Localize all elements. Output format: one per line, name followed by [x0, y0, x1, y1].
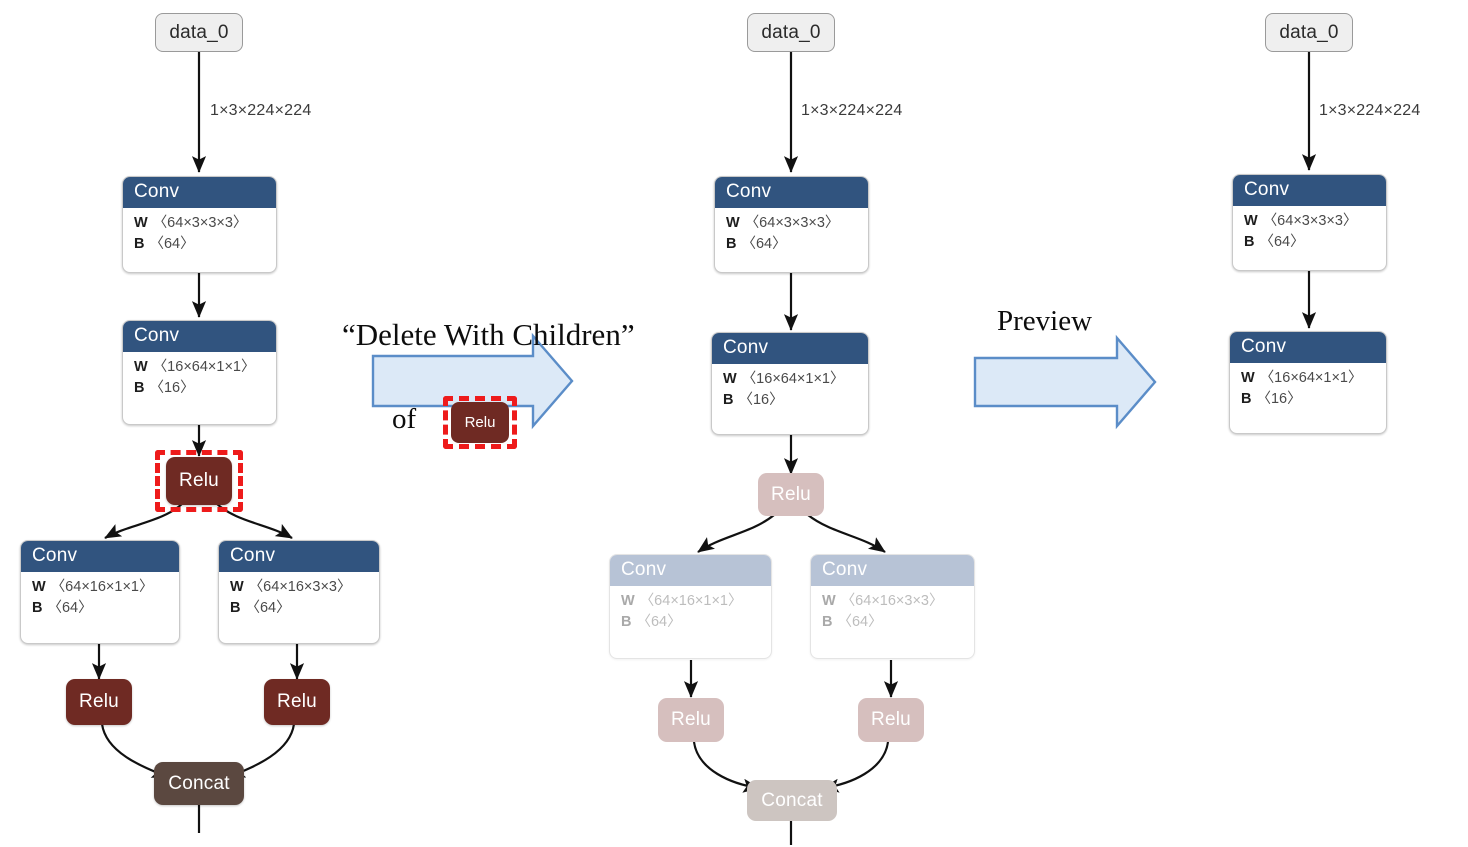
edge-label-tensor-shape: 1×3×224×224 [210, 102, 312, 119]
node-op-body: W〈16×64×1×1〉 B〈16〉 [1230, 362, 1386, 416]
annotation-preview: Preview [997, 305, 1093, 337]
node-attr-w: W〈64×3×3×3〉 [1244, 212, 1358, 229]
node-concat-1[interactable]: Concat [154, 762, 244, 805]
node-conv-3[interactable]: Conv W〈64×16×1×1〉 B〈64〉 [20, 540, 180, 644]
node-conv-4[interactable]: Conv W〈64×16×3×3〉 B〈64〉 [218, 540, 380, 644]
node-op-title: Conv [610, 555, 771, 586]
node-label: Relu [464, 414, 496, 431]
node-label: data_0 [1279, 21, 1339, 43]
edge-label-tensor-shape: 1×3×224×224 [1319, 102, 1421, 119]
node-attr-b: B〈64〉 [822, 613, 883, 630]
node-label: data_0 [169, 21, 229, 43]
node-attr-b: B〈64〉 [230, 599, 291, 616]
node-relu-1-ghost[interactable]: Relu [758, 473, 824, 516]
node-attr-w: W〈64×16×3×3〉 [230, 578, 352, 595]
node-attr-w: W〈64×3×3×3〉 [726, 214, 840, 231]
node-relu-1[interactable]: Relu [166, 457, 232, 505]
node-data-0[interactable]: data_0 [747, 13, 835, 52]
node-concat-1-ghost[interactable]: Concat [747, 780, 837, 821]
node-attr-b: B〈64〉 [32, 599, 93, 616]
node-op-title: Conv [811, 555, 974, 586]
node-data-0[interactable]: data_0 [1265, 13, 1353, 52]
node-op-title: Conv [123, 321, 276, 352]
node-relu-2-ghost[interactable]: Relu [658, 698, 724, 742]
node-op-title: Conv [219, 541, 379, 572]
selection-frame-relu-1 [155, 450, 243, 512]
node-conv-2[interactable]: Conv W〈16×64×1×1〉 B〈16〉 [1229, 331, 1387, 434]
node-op-title: Conv [1230, 332, 1386, 363]
node-op-title: Conv [715, 177, 868, 208]
node-attr-b: B〈16〉 [134, 379, 195, 396]
node-conv-4-ghost[interactable]: Conv W〈64×16×3×3〉 B〈64〉 [810, 554, 975, 659]
node-op-title: Conv [712, 333, 868, 364]
node-attr-b: B〈64〉 [1244, 233, 1305, 250]
edge-label-tensor-shape: 1×3×224×224 [801, 102, 903, 119]
node-op-title: Conv [21, 541, 179, 572]
node-attr-b: B〈64〉 [134, 235, 195, 252]
node-data-0[interactable]: data_0 [155, 13, 243, 52]
selection-frame-annotation-relu [443, 396, 517, 449]
node-conv-1[interactable]: Conv W〈64×3×3×3〉 B〈64〉 [1232, 174, 1387, 271]
node-label: Concat [761, 789, 823, 811]
node-op-body: W〈64×3×3×3〉 B〈64〉 [1233, 205, 1386, 259]
node-conv-3-ghost[interactable]: Conv W〈64×16×1×1〉 B〈64〉 [609, 554, 772, 659]
node-op-title: Conv [123, 177, 276, 208]
node-attr-b: B〈64〉 [726, 235, 787, 252]
node-label: Relu [79, 691, 119, 712]
node-attr-b: B〈16〉 [723, 391, 784, 408]
node-label: data_0 [761, 21, 821, 43]
node-op-title: Conv [1233, 175, 1386, 206]
node-label: Relu [771, 483, 811, 505]
node-op-body: W〈64×16×1×1〉 B〈64〉 [610, 585, 771, 639]
node-relu-3[interactable]: Relu [264, 679, 330, 725]
node-attr-w: W〈64×16×1×1〉 [621, 592, 743, 609]
annotation-delete-with-children: “Delete With Children” [342, 317, 635, 352]
node-op-body: W〈16×64×1×1〉 B〈16〉 [123, 351, 276, 405]
node-op-body: W〈64×3×3×3〉 B〈64〉 [123, 207, 276, 261]
annotation-chip-relu: Relu [451, 402, 509, 443]
node-label: Relu [179, 470, 219, 491]
node-op-body: W〈64×16×1×1〉 B〈64〉 [21, 571, 179, 625]
node-label: Relu [671, 709, 711, 730]
node-relu-2[interactable]: Relu [66, 679, 132, 725]
node-conv-1[interactable]: Conv W〈64×3×3×3〉 B〈64〉 [122, 176, 277, 273]
node-attr-w: W〈64×16×1×1〉 [32, 578, 154, 595]
annotation-of: of [392, 403, 417, 435]
node-attr-w: W〈16×64×1×1〉 [1241, 369, 1363, 386]
node-label: Concat [168, 772, 230, 794]
node-conv-2[interactable]: Conv W〈16×64×1×1〉 B〈16〉 [122, 320, 277, 425]
node-label: Relu [277, 691, 317, 712]
node-attr-w: W〈64×3×3×3〉 [134, 214, 248, 231]
node-op-body: W〈64×16×3×3〉 B〈64〉 [219, 571, 379, 625]
node-relu-3-ghost[interactable]: Relu [858, 698, 924, 742]
node-conv-2[interactable]: Conv W〈16×64×1×1〉 B〈16〉 [711, 332, 869, 435]
node-attr-b: B〈64〉 [621, 613, 682, 630]
node-attr-b: B〈16〉 [1241, 390, 1302, 407]
node-attr-w: W〈64×16×3×3〉 [822, 592, 944, 609]
node-attr-w: W〈16×64×1×1〉 [134, 358, 256, 375]
node-conv-1[interactable]: Conv W〈64×3×3×3〉 B〈64〉 [714, 176, 869, 273]
node-attr-w: W〈16×64×1×1〉 [723, 370, 845, 387]
node-op-body: W〈16×64×1×1〉 B〈16〉 [712, 363, 868, 417]
node-op-body: W〈64×16×3×3〉 B〈64〉 [811, 585, 974, 639]
node-op-body: W〈64×3×3×3〉 B〈64〉 [715, 207, 868, 261]
node-label: Relu [871, 709, 911, 730]
